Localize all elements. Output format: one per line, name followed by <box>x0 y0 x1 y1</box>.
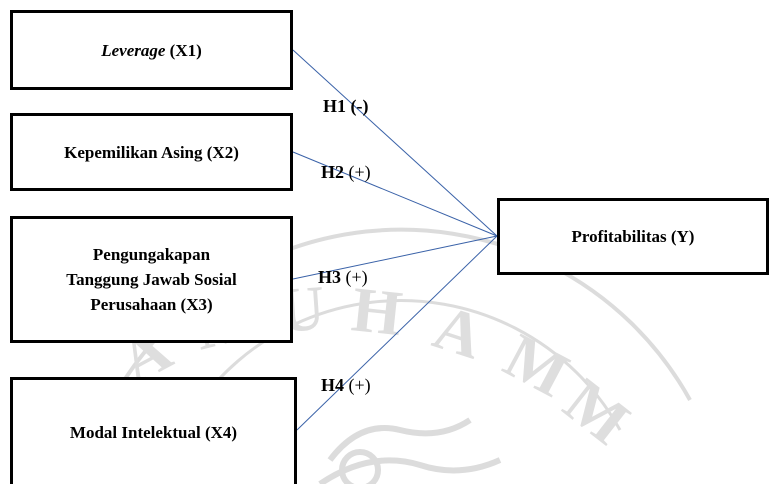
link-x2-y <box>292 151 498 237</box>
hypothesis-label-h2: H2 (+) <box>321 162 371 182</box>
link-x4-y <box>296 235 498 431</box>
variable-x1-italic-name: Leverage <box>101 40 166 60</box>
variable-x3-line-1: Pengungakapan <box>92 245 211 264</box>
variable-x3-line-3: Perusahaan (X3) <box>90 295 213 314</box>
hypothesis-h3-sign: (+) <box>345 267 368 287</box>
variable-x3-line-2: Tanggung Jawab Sosial <box>66 270 237 289</box>
hypothesis-h4-sign: (+) <box>348 375 371 395</box>
variable-box-x3: Pengungakapan Tanggung Jawab Sosial Peru… <box>10 216 293 343</box>
hypothesis-label-h4: H4 (+) <box>321 375 371 395</box>
hypothesis-h3-id: H3 <box>318 267 342 287</box>
variable-box-x2: Kepemilikan Asing (X2) <box>10 113 293 191</box>
hypothesis-h2-sign: (+) <box>348 162 371 182</box>
link-x1-y <box>292 49 498 237</box>
hypothesis-h1-id: H1 <box>323 96 347 116</box>
variable-x2-label: Kepemilikan Asing (X2) <box>64 142 239 162</box>
variable-box-y: Profitabilitas (Y) <box>497 198 769 275</box>
hypothesis-h2-id: H2 <box>321 162 345 182</box>
variable-y-label: Profitabilitas (Y) <box>571 227 695 246</box>
variable-box-x4: Modal Intelektual (X4) <box>10 377 297 484</box>
link-x3-y <box>292 235 498 280</box>
hypothesis-h1-sign: (-) <box>350 96 369 116</box>
variable-x4-label: Modal Intelektual (X4) <box>69 422 238 442</box>
variable-box-x1: Leverage (X1) <box>10 10 293 90</box>
hypothesis-label-h3: H3 (+) <box>318 267 368 287</box>
hypothesis-label-h1: H1 (-) <box>323 96 369 116</box>
hypothesis-h4-id: H4 <box>321 375 345 395</box>
variable-x1-code: (X1) <box>169 40 202 60</box>
svg-text:H: H <box>349 273 406 349</box>
